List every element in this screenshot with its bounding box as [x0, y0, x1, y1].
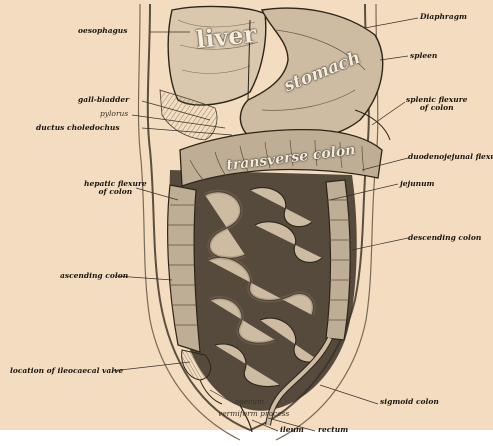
white-margin: [0, 430, 493, 446]
label-ileum: ileum: [280, 426, 304, 434]
label-pylorus: pylorus: [100, 110, 128, 118]
label-ascending-colon: ascending colon: [60, 272, 128, 280]
label-oesophagus: oesophagus: [78, 27, 127, 35]
label-ileocaecal-valve: location of ileocaecal valve: [10, 367, 123, 375]
label-splenic-flexure: splenic flexure of colon: [406, 96, 467, 113]
label-hepatic-flexure: hepatic flexure of colon: [84, 180, 147, 197]
label-ductus-choledochus: ductus choledochus: [36, 124, 120, 132]
label-gall-bladder: gall-bladder: [78, 96, 129, 104]
label-spleen: spleen: [410, 52, 437, 60]
label-caecum: caecum: [235, 398, 264, 406]
label-jejunum: jejunum: [400, 180, 435, 188]
label-sigmoid-colon: sigmoid colon: [380, 398, 439, 406]
label-vermiform-process: vermiform process: [218, 410, 289, 418]
label-duodenojejunal-flexure: duodenojejunal flexure: [408, 153, 493, 161]
label-descending-colon: descending colon: [408, 234, 481, 242]
label-rectum: rectum: [318, 426, 348, 434]
label-diaphragm: Diaphragm: [420, 13, 467, 21]
